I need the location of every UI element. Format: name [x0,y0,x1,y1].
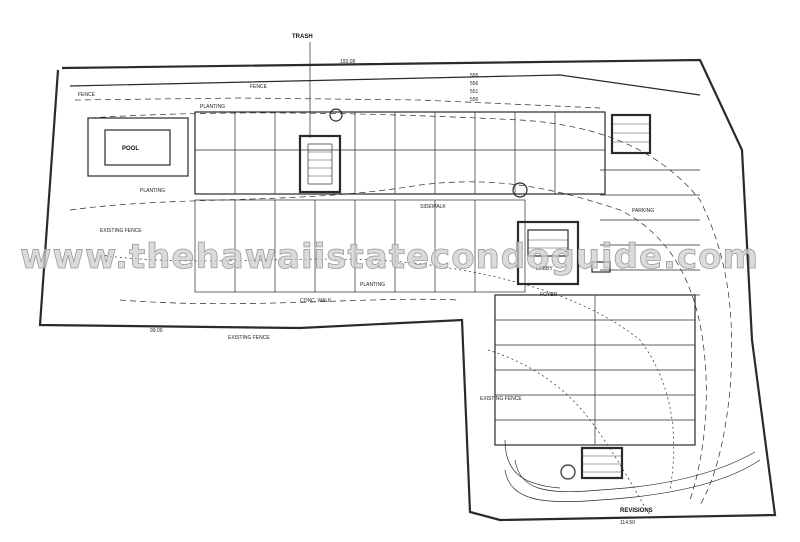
trash-label: TRASH [292,34,313,40]
dimension-left-lower: 99.00 [150,328,163,334]
central-core [516,220,580,286]
contour-label-550: 550 [470,97,479,103]
parking-label: PARKING [632,208,654,214]
pool-label: POOL [122,146,139,152]
contour-bottom-1 [504,459,761,502]
corridor-grid [234,200,476,292]
stair-core-upper-inner [307,143,333,185]
planting-label-mid: PLANTING [140,188,165,194]
upper-wing-unit-dividers [195,112,605,194]
stair-core-lower [580,446,624,480]
column-marker-lower [560,464,576,480]
parking-stalls-right [600,169,700,296]
contour-label-555: 555 [470,73,479,79]
sidewalk-label: SIDEWALK [420,204,446,210]
fence-label-top: FENCE [250,84,268,90]
column-marker-center [512,182,528,198]
driveway-curve [504,439,561,489]
existing-fence-label-left: EXISTING FENCE [100,228,142,234]
watermark-text: www.thehawaiistatecondoguide.com [20,237,759,277]
stair-small-right [591,261,611,273]
pool-deck [87,117,189,177]
existing-fence-label-lower: EXISTING FENCE [480,396,522,402]
fence-label-left: FENCE [78,92,96,98]
planting-label-low: PLANTING [360,282,385,288]
contour-line-5 [487,349,651,516]
corridor-band [194,199,526,293]
contour-line-2 [69,181,707,501]
stair-core-upper [298,134,342,194]
stair-core-upper-right [610,113,652,155]
contour-label-551: 551 [470,89,479,95]
contour-line-4 [119,298,461,305]
upper-wing-building [194,111,606,195]
contour-line-3 [99,254,675,491]
lobby-label: LOBBY [536,266,553,272]
existing-fence-label-mid: EXISTING FENCE [228,335,270,341]
lower-wing-unit-dividers [495,295,695,445]
concrete-walk-label: CONC. WALK [300,298,332,304]
contour-label-556: 556 [470,81,479,87]
pool [104,129,171,166]
dimension-right-bottom: 114.50 [620,520,635,526]
lobby-room [527,229,569,257]
property-boundary [38,58,777,522]
dimension-top: 193.09 [340,59,356,65]
planting-label-top: PLANTING [200,104,225,110]
fence-line-inner [74,97,601,109]
revisions-label: REVISIONS [620,508,653,514]
column-marker-upper [329,108,343,122]
contour-line-1 [89,112,733,506]
fence-line-top [69,74,701,96]
contour-bottom-2 [514,451,756,492]
